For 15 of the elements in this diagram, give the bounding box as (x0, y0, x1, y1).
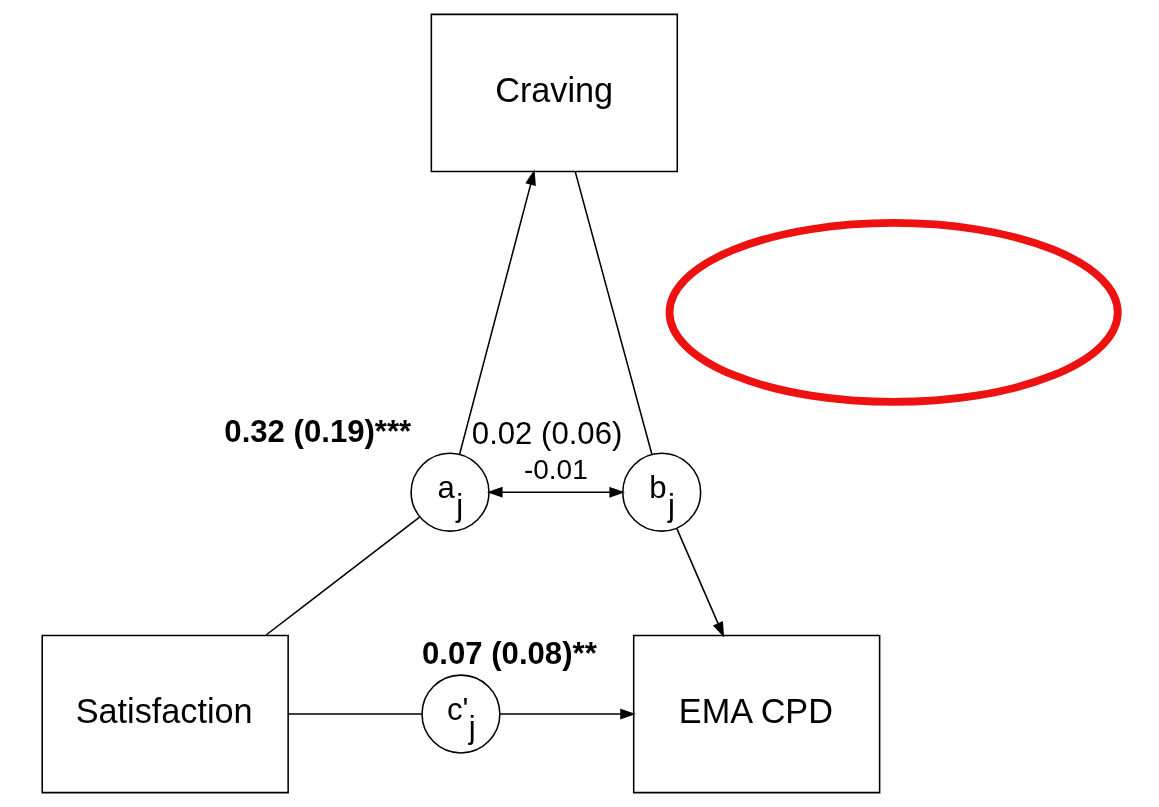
arrow (458, 169, 536, 455)
node-box: EMA CPD (632, 634, 880, 794)
node-ellipse (665, 219, 1122, 406)
connector (264, 516, 420, 636)
edge-label: -0.01 (523, 453, 588, 485)
arrow (675, 527, 724, 638)
node-box: Craving (430, 13, 678, 173)
connector (286, 713, 423, 715)
arrow (486, 486, 625, 498)
node-label: 0.32 (0.19)*** (223, 414, 411, 450)
node-label: 0.07 (0.08)** (421, 636, 597, 672)
connector (574, 171, 653, 455)
node-label: 0.02 (0.06) (471, 415, 622, 451)
arrow (498, 708, 636, 720)
node-box: Satisfaction (40, 634, 289, 794)
